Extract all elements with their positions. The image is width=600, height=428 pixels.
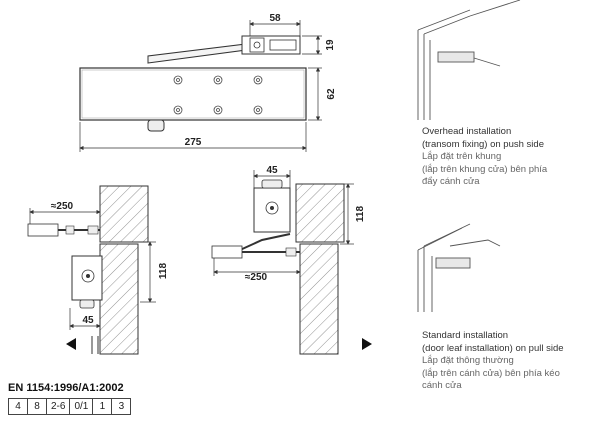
standard-installation-sketch	[417, 223, 501, 312]
dim-arm-height: 19	[325, 39, 336, 51]
right-dim-arm-reach: ≈250	[245, 272, 268, 283]
standard-title: EN 1154:1996/A1:2002	[8, 382, 124, 394]
classification-cell: 4	[8, 398, 28, 415]
right-dim-offset: 45	[266, 165, 278, 176]
classification-cell: 0/1	[69, 398, 94, 415]
right-dim-height: 118	[355, 205, 366, 222]
right-section-view	[211, 179, 345, 355]
dim-height: 62	[326, 88, 337, 100]
classification-cell: 3	[111, 398, 132, 415]
overhead-caption-en-1: Overhead installation	[422, 126, 512, 137]
left-section-view	[27, 185, 149, 355]
left-dim-arm-reach: ≈250	[51, 201, 74, 212]
classification-cell: 2-6	[45, 398, 71, 415]
closer-front-view	[79, 35, 307, 132]
standard-caption-en-2: (door leaf installation) on pull side	[422, 342, 564, 354]
classification-row: 4 8 2-6 0/1 1 3	[8, 398, 132, 415]
overhead-caption-vi-1: Lắp đặt trên khung	[422, 151, 502, 162]
left-push-arrow-icon	[66, 338, 76, 350]
dim-arm-width: 58	[269, 13, 281, 24]
left-dim-offset: 45	[82, 315, 94, 326]
overhead-caption-en-2: (transom fixing) on push side	[422, 138, 544, 150]
overhead-installation-caption: Overhead installation (transom fixing) o…	[422, 126, 547, 189]
classification-cell: 1	[92, 398, 113, 415]
right-push-arrow-icon	[362, 338, 372, 350]
standard-caption-vi-2: (lắp trên cánh cửa) bên phía kéo	[422, 367, 560, 379]
standard-installation-caption: Standard installation (door leaf install…	[422, 330, 564, 393]
overhead-caption-vi-2: (lắp trên khung cửa) bên phía	[422, 163, 548, 175]
standard-caption-vi-3: cánh cửa	[422, 380, 462, 391]
overhead-caption-vi-3: đẩy cánh cửa	[422, 176, 480, 187]
dim-width-total: 275	[185, 137, 202, 148]
overhead-installation-sketch	[417, 0, 521, 120]
classification-table: 4 8 2-6 0/1 1 3	[8, 398, 132, 415]
standard-caption-en-1: Standard installation	[422, 330, 509, 341]
standard-caption-vi-1: Lắp đặt thông thường	[422, 355, 514, 366]
dimension-lines-top	[79, 20, 322, 152]
left-dim-height: 118	[158, 262, 169, 279]
classification-cell: 8	[27, 398, 47, 415]
left-dimension-lines	[29, 208, 156, 330]
right-dimension-lines	[213, 170, 354, 276]
